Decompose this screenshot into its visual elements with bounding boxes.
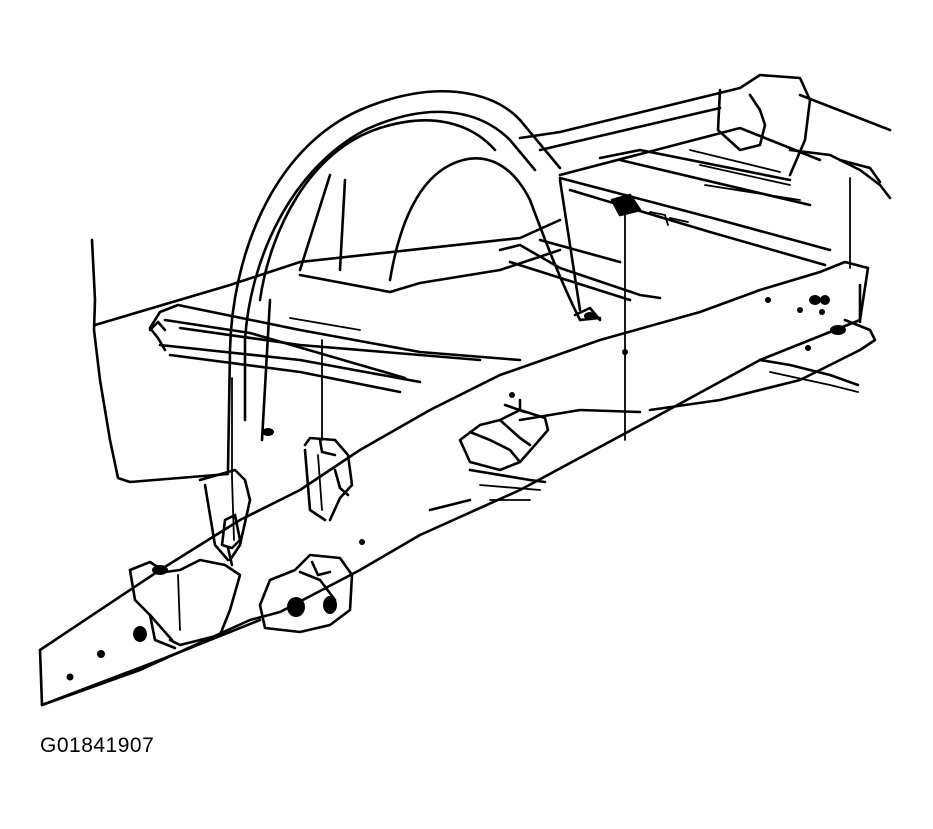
wheel-well-fasteners — [262, 193, 689, 436]
rear-mount-block — [458, 398, 550, 472]
bed-floor-crossmembers — [498, 73, 892, 302]
rail-holes — [66, 295, 846, 681]
spring-hanger — [258, 553, 354, 634]
figure-id-label: G01841907 — [40, 734, 155, 757]
alignment-lines — [231, 177, 851, 541]
bed-sill-rail — [148, 303, 522, 394]
center-bed-mount-bracket — [303, 436, 354, 522]
wheel-well-arch — [226, 89, 602, 472]
bed-side-panel — [90, 218, 562, 484]
frame-rail — [38, 260, 877, 707]
mount-tab — [148, 306, 602, 332]
